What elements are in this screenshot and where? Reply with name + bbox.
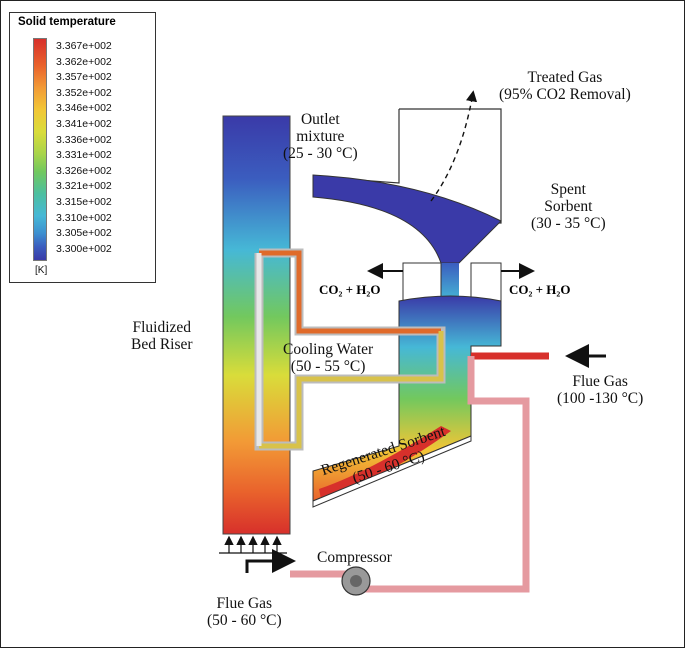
legend-tick: 3.367e+002 <box>56 40 112 52</box>
compressor-hub <box>350 575 362 587</box>
riser-label: Fluidized Bed Riser <box>131 319 193 353</box>
flue-gas-bottom-label: Flue Gas (50 - 60 °C) <box>207 595 282 629</box>
treated-gas-line-1: Treated Gas <box>527 69 603 86</box>
legend-tick: 3.336e+002 <box>56 133 112 146</box>
spent-line-3: (30 - 35 °C) <box>531 215 606 232</box>
legend-tick: 3.305e+002 <box>56 227 112 240</box>
flue-gas-feed-arrow <box>245 549 296 573</box>
legend-tick: 3.315e+002 <box>56 195 112 208</box>
spent-line-2: Sorbent <box>544 198 593 215</box>
legend-unit: [K] <box>35 265 48 276</box>
legend-title: Solid temperature <box>18 16 116 28</box>
cooling-water-label: Cooling Water (50 - 55 °C) <box>283 341 373 375</box>
legend-tick: 3.357e+002 <box>56 71 112 84</box>
treated-gas-arrow <box>430 90 478 202</box>
flue-gas-right-label: Flue Gas (100 -130 °C) <box>557 373 643 407</box>
riser-line-2: Bed Riser <box>131 336 193 353</box>
outlet-mixture-label: Outlet mixture (25 - 30 °C) <box>283 111 358 162</box>
legend-tick: 3.362e+002 <box>56 55 112 68</box>
legend-tick: 3.310e+002 <box>56 211 112 224</box>
co2-left-label: CO₂ + H₂O <box>319 282 381 297</box>
riser-inlet-arrows <box>219 535 287 554</box>
legend-tick: 3.300e+002 <box>56 242 112 255</box>
treated-gas-label: Treated Gas (95% CO2 Removal) <box>499 69 631 103</box>
flue-bottom-line-1: Flue Gas <box>216 595 273 612</box>
temperature-legend: Solid temperature 3.367e+002 3.362e+002 … <box>9 12 156 283</box>
legend-tick: 3.321e+002 <box>56 180 112 193</box>
flue-bottom-line-2: (50 - 60 °C) <box>207 612 282 629</box>
outlet-line-2: mixture <box>296 128 345 145</box>
chamber-floor <box>312 435 472 508</box>
riser-line-1: Fluidized <box>132 319 192 336</box>
cooling-line-2: (50 - 55 °C) <box>290 358 366 375</box>
legend-tick: 3.352e+002 <box>56 86 112 99</box>
legend-tick: 3.346e+002 <box>56 102 112 115</box>
cooling-pipe-warm <box>259 331 444 449</box>
outlet-line-3: (25 - 30 °C) <box>283 145 358 162</box>
flue-right-line-1: Flue Gas <box>572 373 628 390</box>
spent-sorbent-duct <box>312 174 502 264</box>
legend-tick: 3.331e+002 <box>56 149 112 162</box>
treated-gas-line-2: (95% CO2 Removal) <box>499 86 631 103</box>
outlet-line-1: Outlet <box>300 111 340 128</box>
legend-tick: 3.341e+002 <box>56 117 112 130</box>
regenerated-sorbent-streak <box>319 426 451 499</box>
legend-tick: 3.326e+002 <box>56 164 112 177</box>
spent-sorbent-label: Spent Sorbent (30 - 35 °C) <box>531 181 606 232</box>
spent-line-1: Spent <box>550 181 586 198</box>
legend-tick-labels: 3.367e+002 3.362e+002 3.357e+002 3.352e+… <box>56 39 112 257</box>
compressor-label: Compressor <box>317 549 392 566</box>
legend-color-bar <box>33 38 47 261</box>
cooling-line-1: Cooling Water <box>283 341 374 358</box>
separator-neck <box>441 263 459 301</box>
cooling-pipe-hot <box>259 250 441 334</box>
co2-right-label: CO₂ + H₂O <box>509 282 571 297</box>
flue-right-line-2: (100 -130 °C) <box>557 390 644 407</box>
